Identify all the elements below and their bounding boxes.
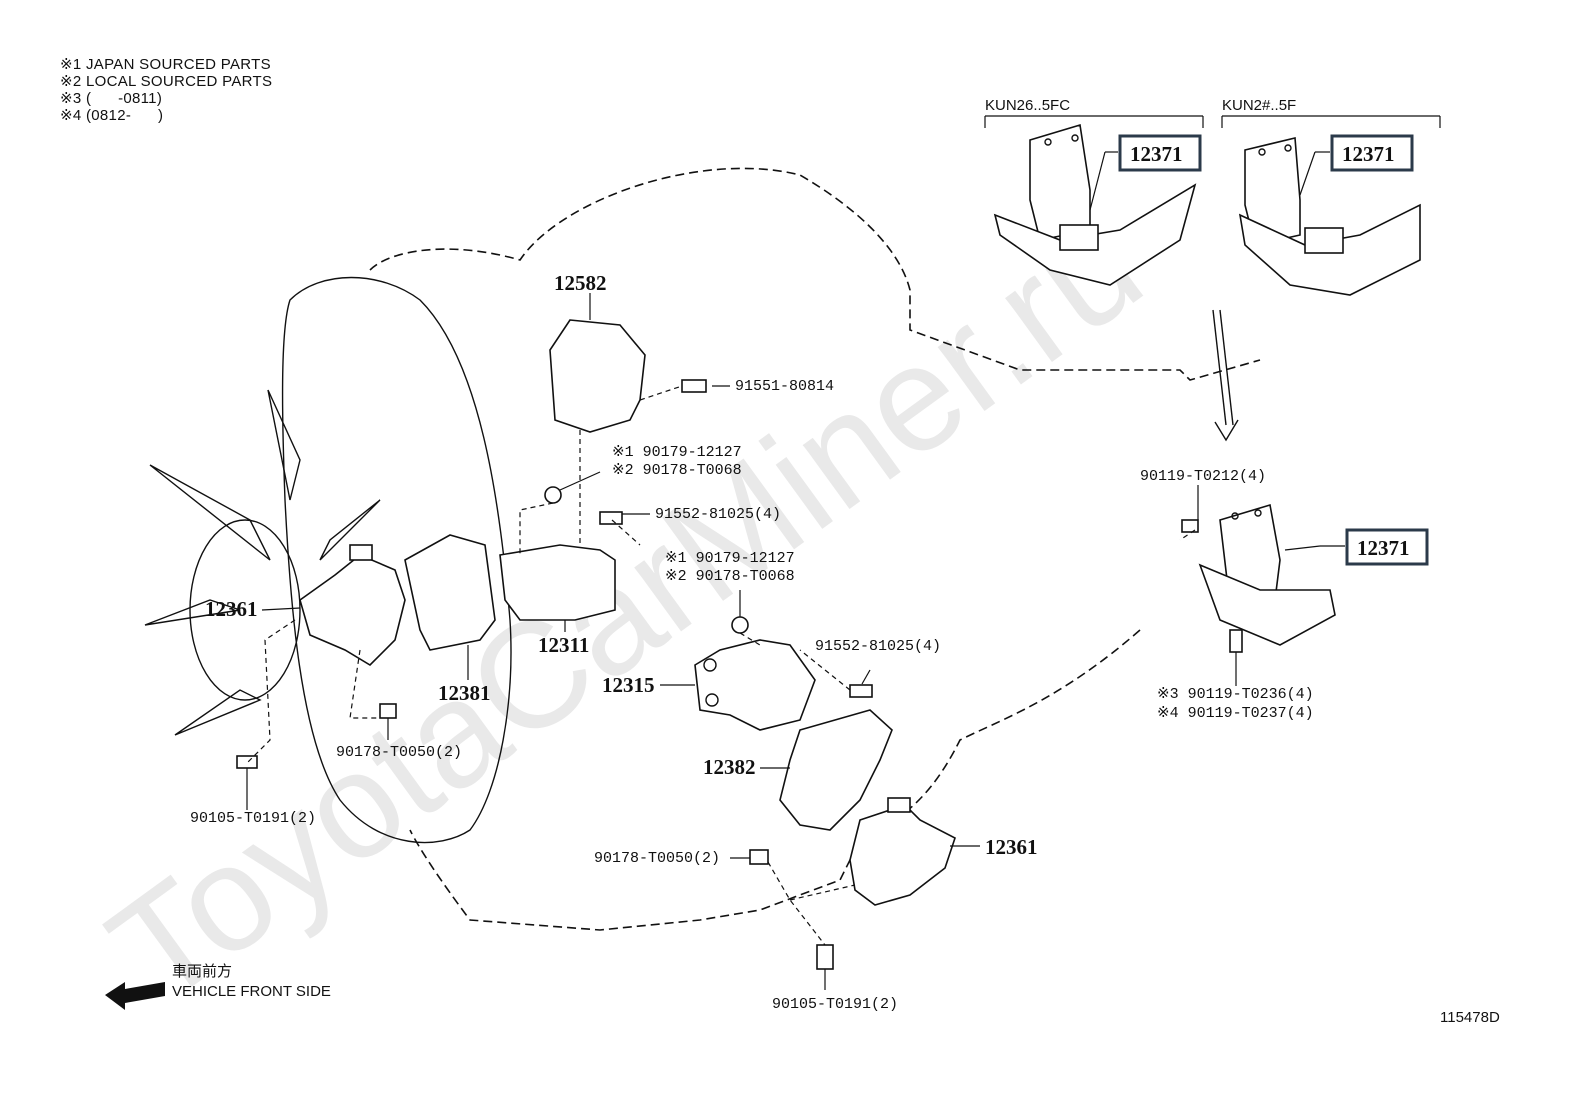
part-number-90178-b[interactable]: ※2 90178-T0068 xyxy=(665,568,795,585)
assembly-line-bottom xyxy=(767,861,826,946)
part-number-12382[interactable]: 12382 xyxy=(703,755,756,779)
part-number-90179-a[interactable]: ※1 90179-12127 xyxy=(612,444,742,461)
diagram-id: 115478D xyxy=(1440,1009,1500,1026)
part-number-90178-a[interactable]: ※2 90178-T0068 xyxy=(612,462,742,479)
note-japan-sourced: ※1 JAPAN SOURCED PARTS xyxy=(60,56,271,73)
part-label-box-12371-b xyxy=(1330,134,1414,172)
part-number-90119-top[interactable]: 90119-T0212(4) xyxy=(1140,468,1266,485)
notes-legend: ※1 JAPAN SOURCED PARTS ※2 LOCAL SOURCED … xyxy=(60,56,272,124)
bolt-90105-left xyxy=(236,755,258,769)
part-number-91552-a[interactable]: 91552-81025(4) xyxy=(655,506,781,523)
part-number-90119-3[interactable]: ※3 90119-T0236(4) xyxy=(1157,686,1314,703)
nut-90178-bottom xyxy=(749,849,769,865)
vehicle-front-arrow-icon xyxy=(105,982,165,1010)
bolt-91552-upper xyxy=(599,511,623,525)
part-number-91552-b[interactable]: 91552-81025(4) xyxy=(815,638,941,655)
part-number-12311[interactable]: 12311 xyxy=(538,633,589,657)
part-12382-insulator xyxy=(779,709,893,831)
cooling-fan xyxy=(144,389,381,736)
nut-90179-upper xyxy=(544,486,562,504)
part-label-box-12371-c xyxy=(1345,528,1429,566)
bolt-91551 xyxy=(681,379,707,393)
note-local-sourced: ※2 LOCAL SOURCED PARTS xyxy=(60,73,273,90)
part-number-90179-b[interactable]: ※1 90179-12127 xyxy=(665,550,795,567)
part-number-12371-c[interactable]: 12371 xyxy=(1357,536,1410,560)
part-12361-left-mount xyxy=(299,554,406,667)
part-12311-bracket xyxy=(499,544,616,621)
part-number-12361-left[interactable]: 12361 xyxy=(205,597,258,621)
part-number-12582[interactable]: 12582 xyxy=(554,271,607,295)
part-number-91551[interactable]: 91551-80814 xyxy=(735,378,834,395)
note-date-range-4: ※4 (0812- ) xyxy=(60,107,164,124)
vehicle-front-japanese: 車両前方 xyxy=(172,963,232,980)
engine-outline xyxy=(369,167,1261,381)
nut-90179-lower xyxy=(731,616,749,634)
variant-label-kun26: KUN26..5FC xyxy=(985,97,1070,114)
bolt-90105-bottom xyxy=(816,944,834,970)
part-12582-insulator xyxy=(549,319,646,433)
vehicle-front-english: VEHICLE FRONT SIDE xyxy=(172,983,331,1000)
part-number-90119-4[interactable]: ※4 90119-T0237(4) xyxy=(1157,705,1314,722)
variant-label-kun2x: KUN2#..5F xyxy=(1222,97,1296,114)
arrow-down-shaft xyxy=(1212,309,1227,426)
nut-90178-left xyxy=(379,703,397,719)
bolt-91552-lower xyxy=(849,684,873,698)
part-12361-right-mount xyxy=(849,804,956,906)
part-12381-insulator xyxy=(404,534,496,651)
arrow-down-head xyxy=(1214,419,1239,442)
part-number-12371-a[interactable]: 12371 xyxy=(1130,142,1183,166)
part-label-box-12371-a xyxy=(1118,134,1202,172)
part-12315-bracket xyxy=(694,639,816,731)
part-number-90105-bottom[interactable]: 90105-T0191(2) xyxy=(772,996,898,1013)
part-number-90105-left[interactable]: 90105-T0191(2) xyxy=(190,810,316,827)
mount-12371-installed xyxy=(1181,503,1336,653)
part-number-90178-bottom[interactable]: 90178-T0050(2) xyxy=(594,850,720,867)
fan-shroud-outline xyxy=(281,276,512,844)
part-number-12315[interactable]: 12315 xyxy=(602,673,655,697)
note-date-range-3: ※3 ( -0811) xyxy=(60,90,163,107)
assembly-line-left xyxy=(247,619,296,763)
part-number-12361-right[interactable]: 12361 xyxy=(985,835,1038,859)
assembly-line-right xyxy=(1179,529,1196,541)
mount-12371-variant-b xyxy=(1238,137,1421,296)
mount-12371-variant-a xyxy=(993,123,1197,286)
part-number-12381[interactable]: 12381 xyxy=(438,681,491,705)
part-number-90178-left[interactable]: 90178-T0050(2) xyxy=(336,744,462,761)
part-number-12371-b[interactable]: 12371 xyxy=(1342,142,1395,166)
